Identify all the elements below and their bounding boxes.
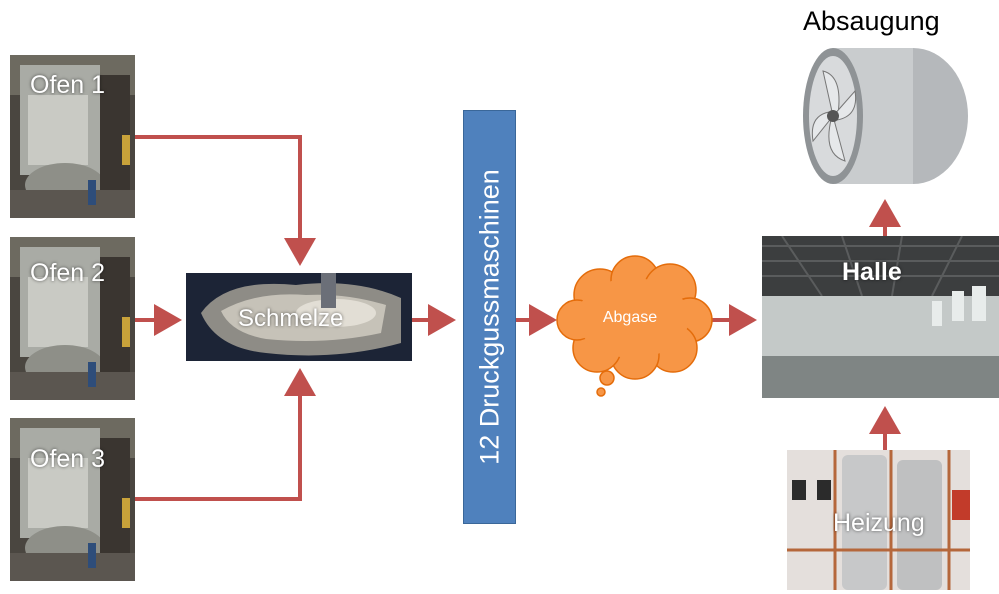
fan-icon [793,36,976,193]
exhaust-gas-cloud: Abgase [556,255,713,397]
furnace-photo-2: Ofen 2 [10,237,135,400]
heating-label: Heizung [833,509,925,537]
hall-photo: Halle [762,236,999,398]
furnace-illustration [10,418,135,581]
hall-illustration [762,236,999,398]
heating-photo: Heizung [787,450,970,590]
arrow-ofen3-to-schmelze [135,368,316,501]
melt-label: Schmelze [238,305,344,332]
furnace-illustration [10,55,135,218]
furnace-illustration [10,237,135,400]
furnace-label: Ofen 2 [30,259,106,287]
furnace-label: Ofen 1 [30,71,106,99]
exhaust-gas-label: Abgase [603,309,657,326]
furnace-label: Ofen 3 [30,445,106,473]
extraction-title: Absaugung [803,6,940,36]
die-casting-machines-label: 12 Druckgussmaschinen [474,169,504,465]
furnace-photo-3: Ofen 3 [10,418,135,581]
hall-label: Halle [842,258,902,286]
melt-photo: Schmelze [186,273,412,361]
extraction-fan-photo [793,36,976,193]
furnace-photo-1: Ofen 1 [10,55,135,218]
die-casting-machines-box: 12 Druckgussmaschinen [463,110,516,524]
melt-illustration [186,273,412,361]
heating-illustration [787,450,970,590]
arrow-ofen1-to-schmelze [135,135,316,266]
